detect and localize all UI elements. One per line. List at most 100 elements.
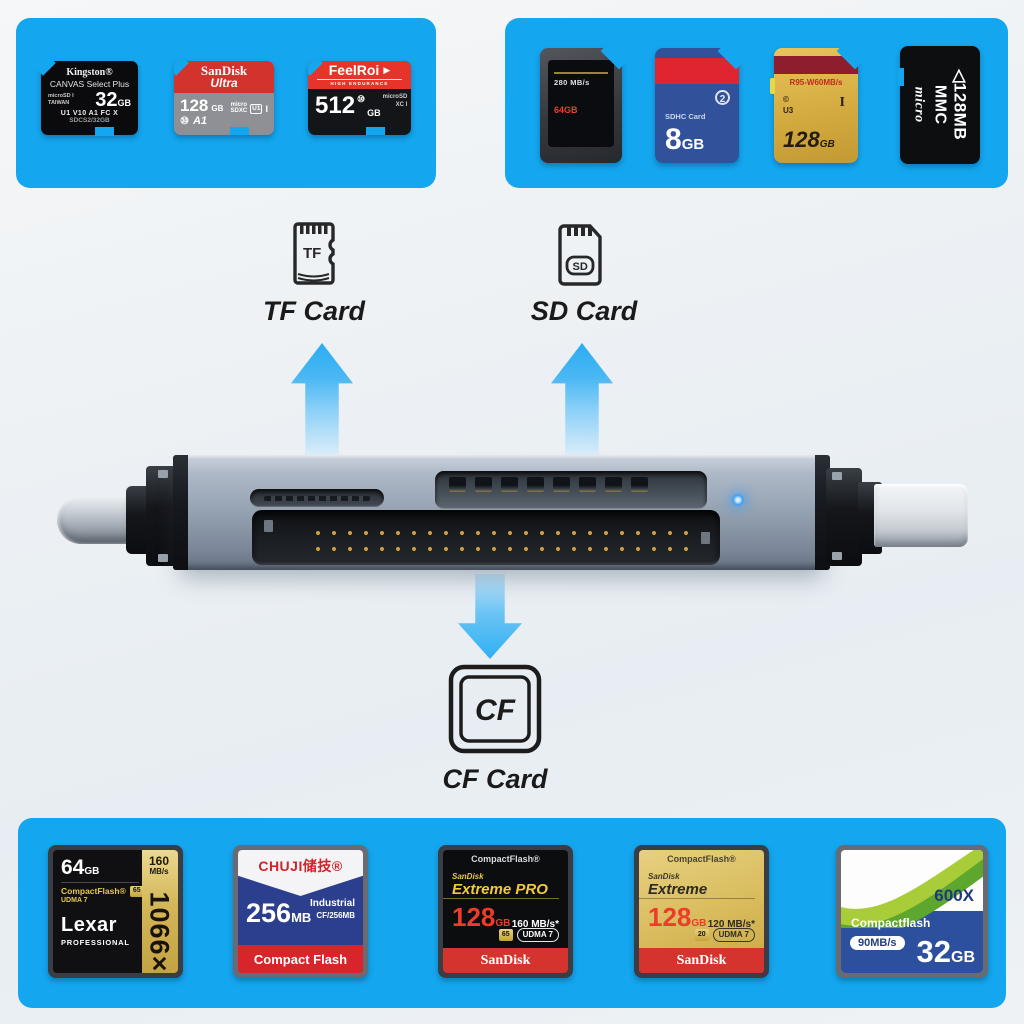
cf-card-label: CF Card [442,764,548,794]
gold-card-speed: R95-W60MB/s [789,78,843,87]
kingston-model: SDCS2/32GB [69,117,110,124]
extremepro-brand: SanDisk [452,872,484,881]
usb-a-connector [874,484,968,547]
card-chuji-256mb: CHUJI储技® 256MB Industrial CF/256MB Compa… [233,845,368,978]
extremepro-series: Extreme PRO [443,881,559,899]
arrow-up-sd [551,343,613,455]
extreme-speed: 120 MB/s* [707,919,755,930]
svg-text:CF: CF [475,694,516,727]
sd-slot-pins [449,477,697,492]
lexar-type: CompactFlash® [61,886,126,897]
usb-c-connector [57,496,131,544]
sd-64gb-speed: 280 MB/s [554,78,590,87]
arrow-down-cf [458,574,522,659]
sd-slot [435,471,707,509]
lock-tab [770,78,775,94]
cf-slot [252,510,720,565]
extremepro-capacity: 128GB [452,902,511,932]
feelroi-tagline: HIGH ENDURANCE [330,81,389,87]
cf-slot-tab [264,520,273,532]
cf-slot-tab [701,532,710,544]
status-led [731,493,745,507]
green-swoosh [841,850,983,928]
feelroi-capacity: 512 [315,92,356,119]
extremepro-footer: SanDisk [443,948,568,973]
arrow-up-tf [291,343,353,455]
top-left-banner: Kingston® CANVAS Select Plus microSD I T… [16,18,436,188]
card-feelroi-512gb: FeelRoi ▶ HIGH ENDURANCE 512 ⑩ GB microS… [308,61,411,135]
lexar-gold-stripe [142,850,178,973]
kingston-capacity: 32GB [95,89,131,111]
ultra-red-band: SanDisk Ultra [174,61,274,93]
card-sdhc-8gb: 2 SDHC Card 8GB [655,48,739,163]
green-card-capacity: 32GB [916,934,975,969]
card-sd-128gb-gold: R95-W60MB/s ©U3 I 128GB [770,48,858,163]
extreme-brand: SanDisk [648,872,680,881]
ultra-series: Ultra [210,76,238,90]
cf-card-icon: CF [448,664,542,754]
cf-slot-pins [308,523,696,553]
lexar-brand: Lexar [61,913,117,936]
kingston-brand: Kingston® [66,67,113,78]
sd-64gb-label: 280 MB/s 64GB [548,60,614,147]
lexar-udma: UDMA 7 [61,896,88,904]
class2-badge: 2 [715,90,730,105]
card-sandisk-extreme-128gb: CompactFlash® SanDisk Extreme 128GB 120 … [634,845,769,978]
sdhc-red-stripe [655,58,739,84]
vpg-badge: 20 [694,929,709,941]
collar-tab [832,472,842,480]
chuji-brand: CHUJI储技® [258,858,343,874]
u1-badge: U1 [250,104,263,114]
top-right-banner: 280 MB/s 64GB 2 SDHC Card 8GB R95-W60MB/… [505,18,1008,188]
body-end-cap [173,455,188,570]
gold-card-top-stripe [774,56,858,74]
svg-text:SD: SD [573,261,588,273]
udma-badge: UDMA 7 [712,928,755,942]
svg-text:TF: TF [303,245,321,262]
class10-badge: ⑩ [180,115,189,127]
chuji-model: CF/256MB [316,911,355,920]
green-card-speed: 90MB/s [850,936,905,950]
card-mmc-micro-128mb: ◁128MB MMC micro [898,46,980,164]
collar-tab [158,470,168,478]
lexar-capacity: 64GB [61,856,100,879]
sd-card-icon: SD [558,224,602,286]
kingston-series: CANVAS Select Plus [49,79,130,89]
chuji-capacity: 256MB [246,898,312,928]
collar-tab [832,552,842,560]
chuji-grade: Industrial [309,898,355,909]
chuji-footer: Compact Flash [238,945,363,973]
card-sandisk-extreme-pro-128gb: CompactFlash® SanDisk Extreme PRO 128GB … [438,845,573,978]
extremepro-speed: 160 MB/s* [511,919,559,930]
extreme-footer: SanDisk [639,948,764,973]
sdhc-capacity: 8GB [665,123,705,156]
a1-badge: A1 [192,115,208,127]
mmc-side-notch [898,68,904,86]
gold-card-capacity: 128GB [783,127,835,152]
play-icon: ▶ [383,64,391,75]
extremepro-type: CompactFlash® [471,854,540,864]
vpg-badge: 65 [498,929,513,941]
green-card-rating: 600X [934,886,974,905]
ultra-capacity: 128 [180,96,209,115]
mmc-rotated-text: ◁128MB MMC micro [912,69,970,141]
feelroi-red-band: FeelRoi ▶ HIGH ENDURANCE [308,61,411,89]
extreme-capacity: 128GB [648,902,707,932]
tf-card-icon: TF [293,222,335,285]
vpg-badge: 65 [129,886,144,897]
lexar-series: PROFESSIONAL [61,937,130,947]
lexar-rating: 1066× [144,891,175,973]
card-kingston-32gb: Kingston® CANVAS Select Plus microSD I T… [41,61,138,136]
extreme-type: CompactFlash® [667,854,736,864]
microsd-logo: microSD I TAIWAN [48,93,74,106]
udma-badge: UDMA 7 [516,928,559,942]
sdhc-label: SDHC Card [665,112,706,121]
tf-card-label: TF Card [262,296,365,326]
